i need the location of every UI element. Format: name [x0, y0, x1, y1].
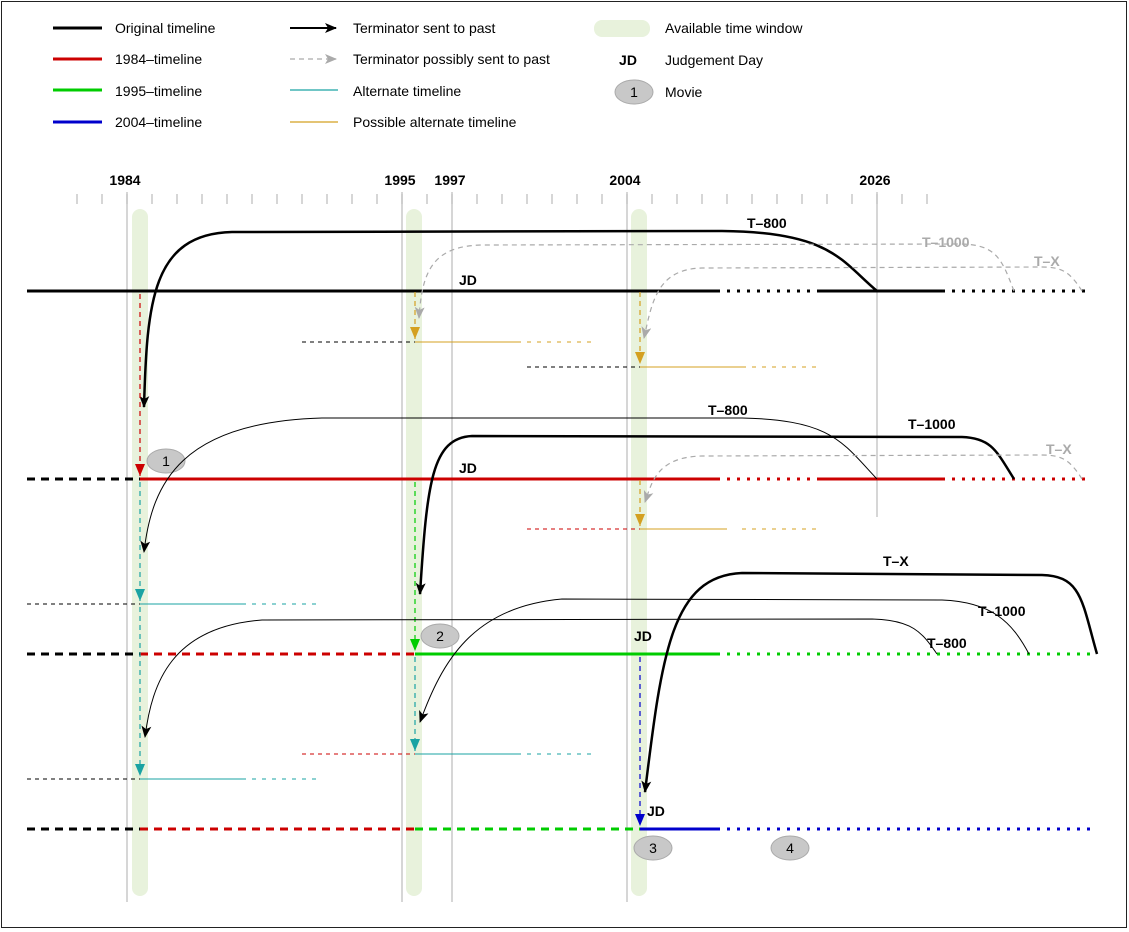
jd-label-2004: JD	[647, 803, 665, 819]
movie-badge-4	[770, 835, 810, 861]
movie-number-1: 1	[162, 453, 170, 469]
t800-jump-1984	[140, 417, 878, 553]
legend-label-1995: 1995–timeline	[115, 83, 202, 99]
tx-possible-jump-1984	[643, 454, 1083, 503]
legend-label-2004: 2004–timeline	[115, 114, 202, 130]
movie-number-4: 4	[786, 840, 794, 856]
legend-label-window: Available time window	[665, 20, 803, 36]
t800-label-1984: T–800	[708, 402, 748, 418]
legend-label-judgement-day: Judgement Day	[665, 52, 763, 68]
jd-label-1984: JD	[459, 460, 477, 476]
movie-number-2: 2	[436, 628, 444, 644]
year-guides	[126, 192, 878, 902]
year-label-1995: 1995	[384, 172, 415, 188]
legend-label-original: Original timeline	[115, 20, 216, 36]
legend-label-possibly-sent: Terminator possibly sent to past	[353, 51, 550, 67]
year-label-2004: 2004	[609, 172, 640, 188]
year-label-1984: 1984	[109, 172, 140, 188]
legend-label-movie: Movie	[665, 84, 703, 100]
jd-label-1995: JD	[634, 628, 652, 644]
year-labels: 1984 1995 1997 2004 2026	[109, 172, 890, 188]
legend-label-1984: 1984–timeline	[115, 51, 202, 67]
tx-label-1995: T–X	[883, 553, 909, 569]
tx-possible-jump-original	[641, 266, 1083, 339]
legend: Original timeline 1984–timeline 1995–tim…	[53, 20, 803, 130]
t800-label-1995: T–800	[927, 635, 967, 651]
movie-badge-3	[633, 835, 673, 861]
legend-movie-badge	[614, 79, 654, 105]
legend-label-alternate: Alternate timeline	[353, 83, 461, 99]
year-axis	[76, 194, 928, 204]
movie-badge-1	[146, 448, 186, 474]
tx-label-1984: T–X	[1046, 441, 1072, 457]
t800-jump-original	[139, 229, 878, 408]
year-label-2026: 2026	[859, 172, 890, 188]
tx-jump-1995	[641, 571, 1099, 793]
legend-jd-symbol: JD	[619, 52, 637, 68]
legend-swatch-window	[594, 20, 650, 37]
t1000-jump-1995	[419, 598, 1030, 723]
t1000-label-1984: T–1000	[908, 416, 956, 432]
tx-label-original: T–X	[1034, 253, 1060, 269]
t1000-label-1995: T–1000	[978, 603, 1026, 619]
legend-label-sent: Terminator sent to past	[353, 20, 496, 36]
time-window-2004	[631, 209, 647, 896]
time-window-1995	[406, 209, 422, 896]
movie-badge-2	[420, 623, 460, 649]
jd-label-original: JD	[459, 272, 477, 288]
t1000-jump-1984	[415, 434, 1016, 595]
legend-label-possible-alternate: Possible alternate timeline	[353, 114, 517, 130]
t1000-label-original: T–1000	[922, 234, 970, 250]
t1000-possible-jump-original	[414, 243, 1015, 319]
year-label-1997: 1997	[434, 172, 465, 188]
legend-movie-number: 1	[630, 84, 638, 100]
t800-jump-1995	[141, 618, 938, 738]
t800-label-original: T–800	[747, 215, 787, 231]
movie-number-3: 3	[649, 840, 657, 856]
